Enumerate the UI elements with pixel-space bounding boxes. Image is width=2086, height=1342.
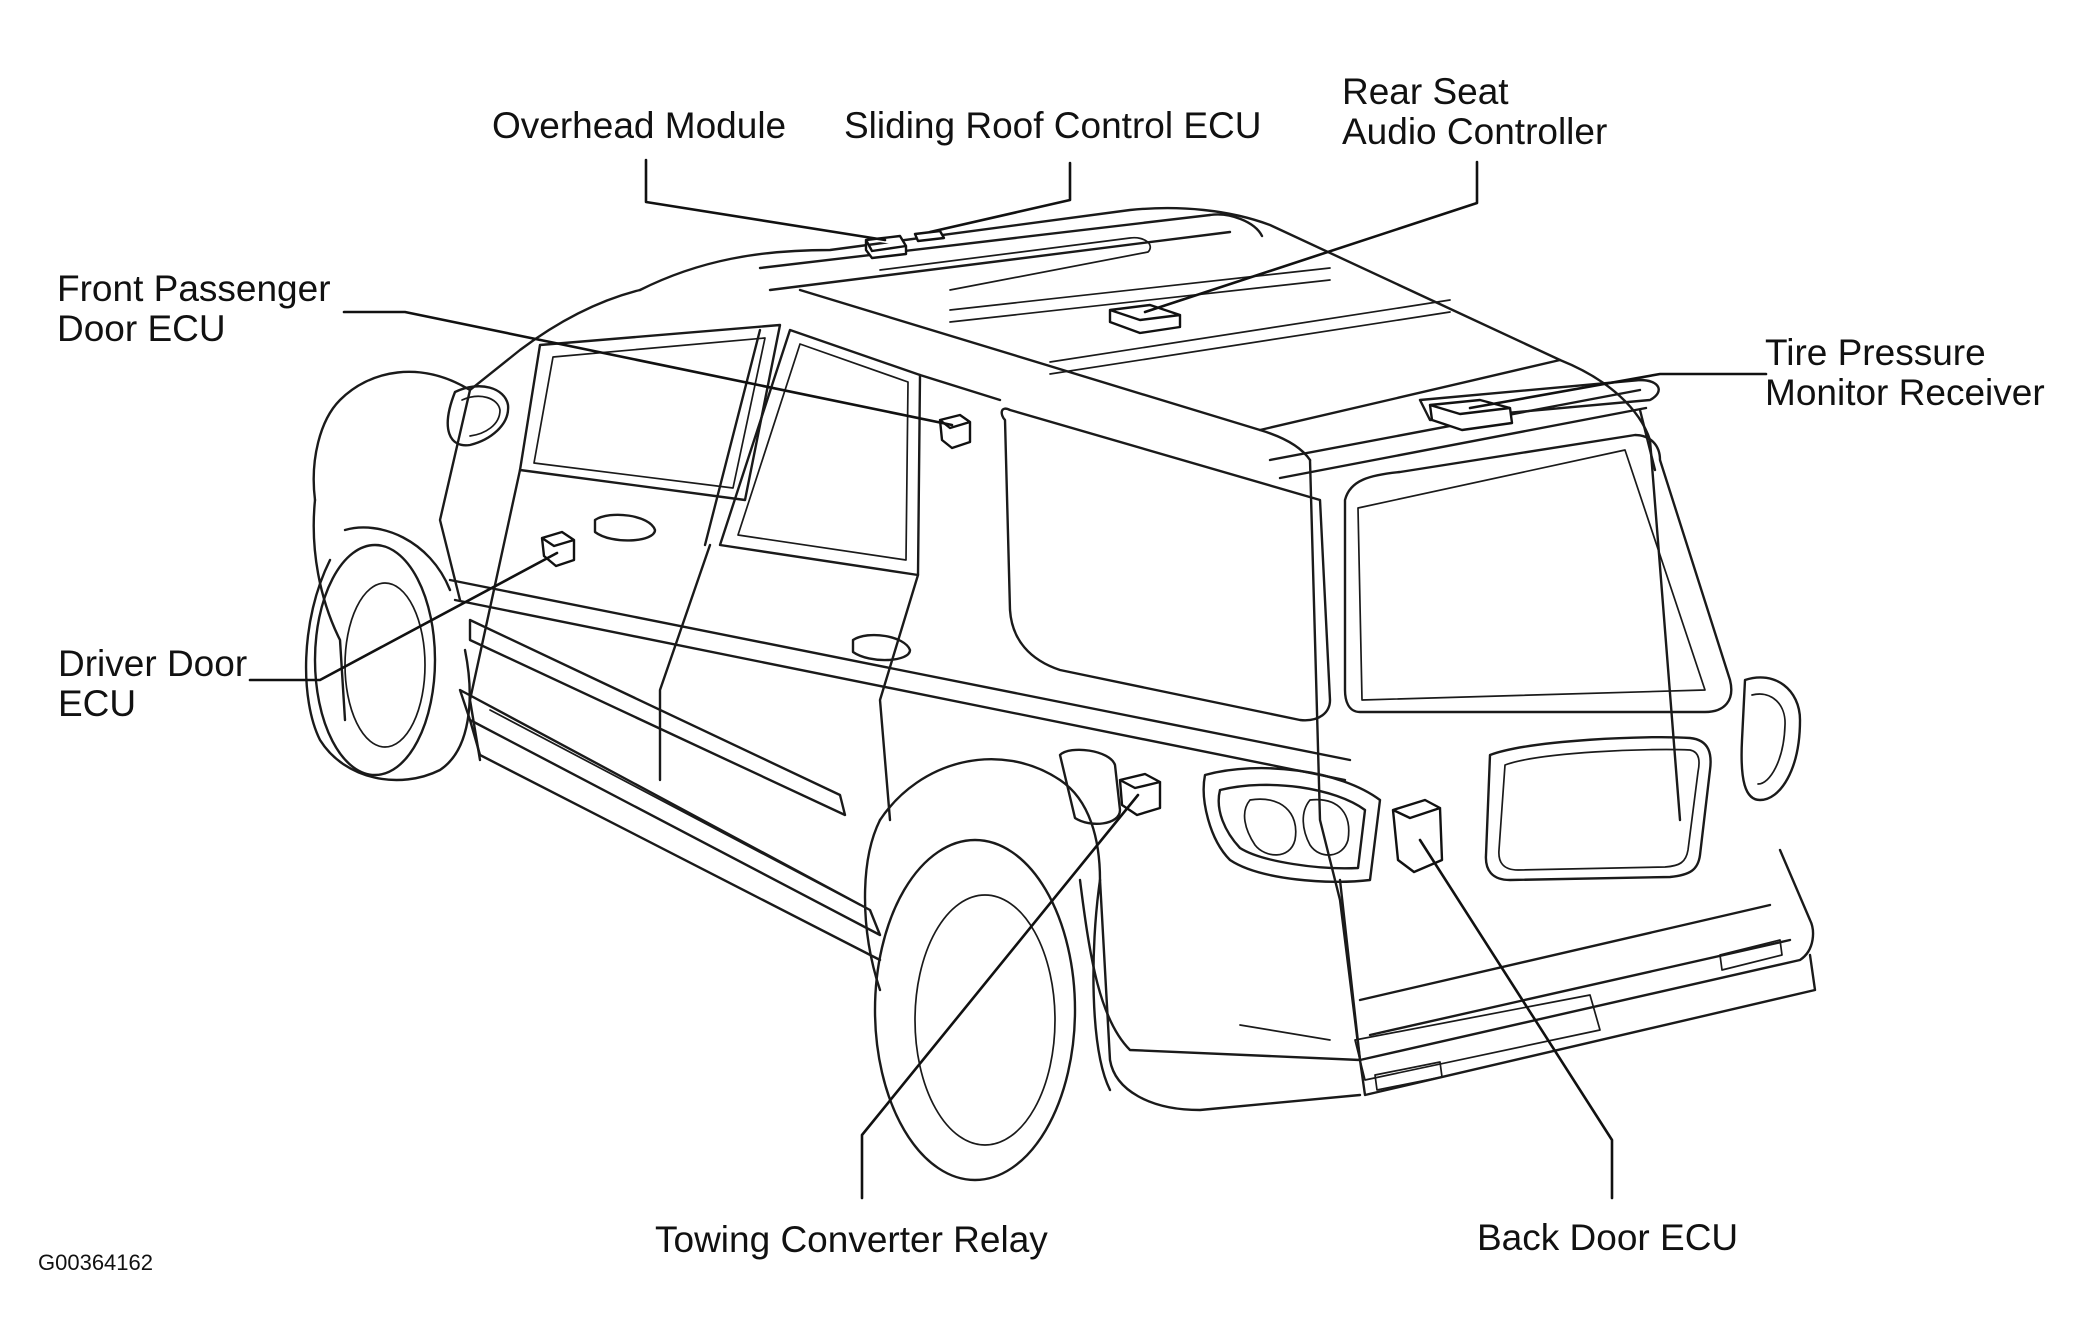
leader-towing-relay — [860, 793, 1140, 1200]
label-sliding-roof-line-1: Sliding Roof Control ECU — [844, 105, 1262, 146]
label-rear-seat-audio-controller: Rear Seat Audio Controller — [1342, 72, 1607, 152]
label-back-door-ecu: Back Door ECU — [1477, 1218, 1738, 1258]
leader-front-passenger-door — [342, 310, 954, 427]
label-front-passenger-line-2: Door ECU — [57, 308, 226, 349]
label-front-passenger-door-ecu: Front Passenger Door ECU — [57, 269, 331, 349]
leader-driver-door — [248, 551, 559, 682]
label-overhead-module-line-1: Overhead Module — [492, 105, 787, 146]
label-rear-seat-audio-line-1: Rear Seat — [1342, 71, 1509, 112]
label-driver-door-line-1: Driver Door — [58, 643, 248, 684]
label-towing-relay-line-1: Towing Converter Relay — [655, 1219, 1048, 1260]
leader-back-door — [1418, 838, 1614, 1200]
label-tire-pressure-line-2: Monitor Receiver — [1765, 372, 2045, 413]
rear-seat-audio-marker — [1108, 303, 1182, 335]
label-driver-door-ecu: Driver Door ECU — [58, 644, 247, 724]
front-passenger-door-ecu-marker — [938, 413, 972, 450]
label-overhead-module: Overhead Module — [492, 106, 786, 146]
label-sliding-roof-control-ecu: Sliding Roof Control ECU — [844, 106, 1261, 146]
leader-lines — [248, 158, 1768, 1200]
label-front-passenger-line-1: Front Passenger — [57, 268, 331, 309]
driver-door-ecu-marker — [540, 530, 576, 568]
leader-rear-seat-audio — [1143, 160, 1479, 314]
overhead-module-marker — [864, 234, 908, 260]
leader-overhead-module — [644, 158, 887, 242]
label-tire-pressure-monitor-receiver: Tire Pressure Monitor Receiver — [1765, 333, 2045, 413]
suv-outline — [304, 206, 1817, 1182]
leader-sliding-roof — [928, 161, 1072, 234]
leader-tire-pressure — [1468, 372, 1768, 410]
label-towing-converter-relay: Towing Converter Relay — [655, 1220, 1048, 1260]
label-driver-door-line-2: ECU — [58, 683, 137, 724]
label-back-door-line-1: Back Door ECU — [1477, 1217, 1739, 1258]
label-tire-pressure-line-1: Tire Pressure — [1765, 332, 1986, 373]
component-markers — [540, 229, 1514, 874]
tire-pressure-marker — [1428, 398, 1514, 432]
label-rear-seat-audio-line-2: Audio Controller — [1342, 111, 1608, 152]
figure-code: G00364162 — [38, 1250, 153, 1275]
